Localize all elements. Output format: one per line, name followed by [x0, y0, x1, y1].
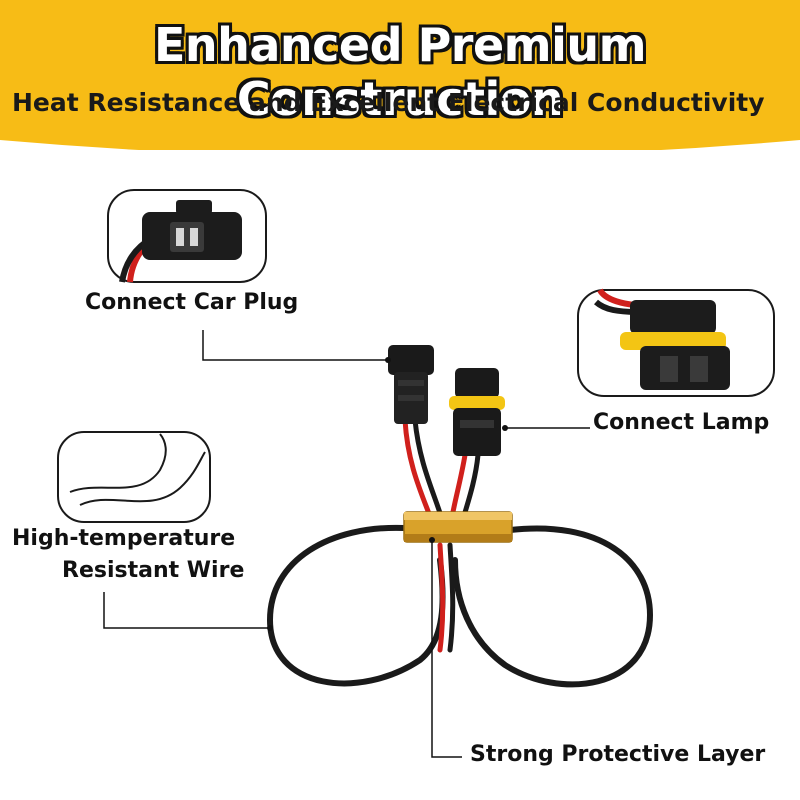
- inset-car-plug: [107, 189, 267, 283]
- car-plug-connector: [388, 345, 434, 424]
- callout-lines: [103, 330, 590, 758]
- callout-protective-layer: Strong Protective Layer: [470, 742, 766, 767]
- load-resistor: [403, 511, 513, 543]
- page-subtitle: Heat Resistance and Excellent Electrical…: [12, 88, 765, 117]
- wire-loops: [266, 524, 654, 688]
- inset-lamp: [577, 288, 775, 397]
- callout-dots: [267, 357, 508, 631]
- page-title: Enhanced Premium Construction: [153, 18, 647, 126]
- banner-curve: [0, 140, 800, 165]
- callout-wire-line2: Resistant Wire: [62, 558, 245, 583]
- callout-wire-line1: High-temperature: [12, 526, 236, 551]
- callout-lamp: Connect Lamp: [593, 410, 770, 435]
- inset-wire: [57, 431, 211, 523]
- header-banner: [0, 0, 800, 150]
- lamp-connector: [449, 368, 505, 456]
- callout-car-plug: Connect Car Plug: [85, 290, 299, 315]
